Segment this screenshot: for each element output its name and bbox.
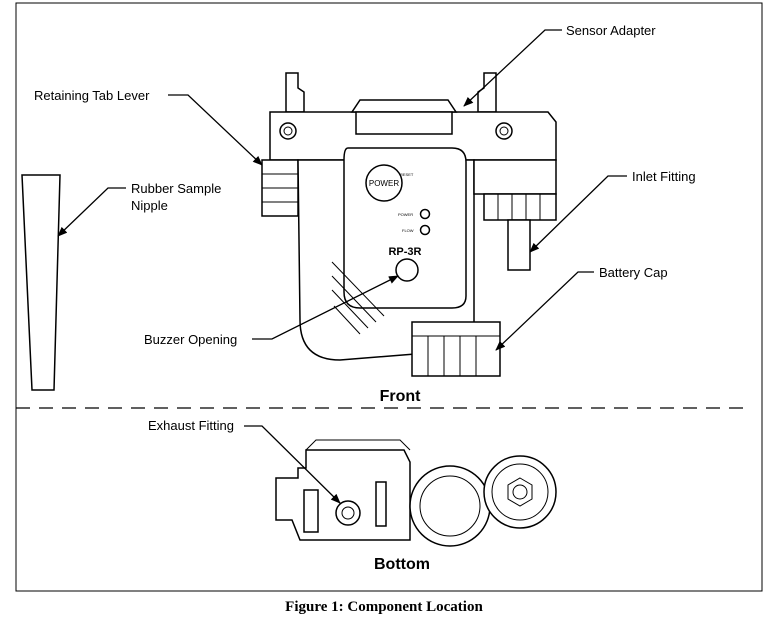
sensor-adapter-label: Sensor Adapter [566,23,656,38]
battery-cap-label: Battery Cap [599,265,668,280]
inlet-fitting-leader [529,175,627,253]
rubber-sample-nipple-label-line2: Nipple [131,198,168,213]
inlet-fitting-tip [507,219,531,271]
inlet-fitting-bottom [483,455,557,529]
battery-cap-leader [495,271,594,351]
reset-text: RESET [400,172,414,177]
buzzer-opening [395,258,419,282]
buzzer-opening-leader [252,275,399,340]
exhaust-fitting-leader [244,425,341,504]
figure-frame [15,2,763,592]
power-button-text: POWER [369,179,399,188]
rubber-sample-nipple-label-line1: Rubber Sample [131,181,221,196]
figure-caption: Figure 1: Component Location [285,599,483,615]
inlet-fitting-body [483,193,557,221]
bottom-view-device [275,439,557,547]
vent-slits [331,261,385,335]
buzzer-opening-label: Buzzer Opening [144,332,237,347]
bottom-view-title: Bottom [374,556,430,573]
front-view-title: Front [380,388,422,405]
retaining-tab-lever-leader [168,94,263,166]
power-led [419,208,431,220]
exhaust-fitting [335,500,361,526]
sensor-adapter-leader [463,29,562,107]
retaining-tab-lever-label: Retaining Tab Lever [34,88,150,103]
rubber-sample-nipple [21,174,61,391]
exhaust-fitting-label: Exhaust Fitting [148,418,234,433]
flow-led [419,224,431,236]
front-view-device: POWER RESET POWER FLOW RP-3R [261,72,557,377]
flow-led-text: FLOW [402,228,414,233]
rubber-sample-nipple-leader [57,187,126,237]
battery-cap-bottom [409,465,491,547]
battery-cap [411,321,501,377]
inlet-fitting-label: Inlet Fitting [632,169,696,184]
power-led-text: POWER [398,212,413,217]
power-button [365,164,403,202]
model-text: RP-3R [388,246,421,258]
